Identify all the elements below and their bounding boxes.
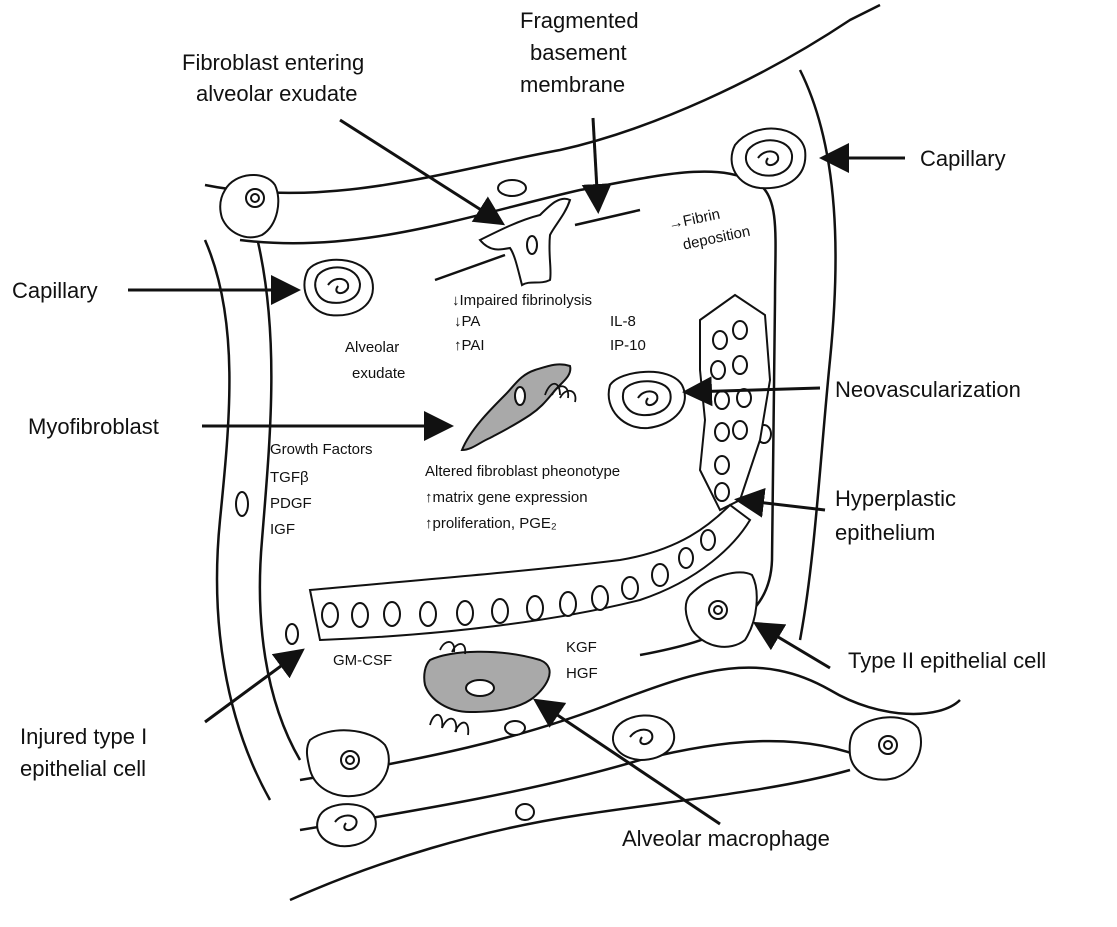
capillary-top-right	[732, 129, 806, 189]
label-hgf: HGF	[566, 665, 598, 682]
label-pai: ↑PAI	[454, 337, 485, 354]
arrow-injured-type-i	[205, 652, 300, 722]
arrow-hyperplastic	[740, 500, 825, 510]
label-alveolar-macrophage: Alveolar macrophage	[622, 826, 830, 851]
label-neovascularization: Neovascularization	[835, 377, 1021, 402]
myofibroblast-nucleus	[515, 387, 525, 405]
macrophage-nucleus	[466, 680, 494, 696]
label-fragmented-bm: Fragmented basement membrane	[520, 8, 645, 97]
label-growth-factors: Growth Factors TGFβ PDGF IGF	[270, 441, 377, 538]
label-fibrin-deposition: →Fibrin deposition	[667, 200, 752, 255]
label-il8: IL-8	[610, 313, 636, 330]
rbc	[498, 180, 526, 196]
capillary-bottom	[613, 715, 674, 760]
label-gm-csf: GM-CSF	[333, 652, 392, 669]
label-alveolar-exudate: Alveolar exudate	[345, 339, 405, 382]
rbc	[236, 492, 248, 516]
rbc	[286, 624, 298, 644]
arrow-fragmented-bm	[593, 118, 598, 208]
rbc	[516, 804, 534, 820]
label-ip10: IP-10	[610, 337, 646, 354]
capillary-bottom-left	[317, 804, 376, 846]
label-myofibroblast: Myofibroblast	[28, 414, 159, 439]
label-type-ii-epithelial-cell: Type II epithelial cell	[848, 648, 1046, 673]
label-injured-type-i: Injured type I epithelial cell	[20, 724, 153, 781]
type-ii-cell-right	[686, 572, 757, 647]
capillary-left	[304, 260, 373, 316]
myofibroblast-cell	[462, 364, 570, 450]
label-capillary-left: Capillary	[12, 278, 98, 303]
label-pa: ↓PA	[454, 313, 480, 330]
basement-membrane-segment	[575, 210, 640, 225]
hyperplastic-epithelium	[700, 295, 770, 510]
basement-membrane-segment	[435, 255, 505, 280]
fibroblast-nucleus	[527, 236, 537, 254]
label-kgf: KGF	[566, 639, 597, 656]
label-capillary-top: Capillary	[920, 146, 1006, 171]
label-hyperplastic-epithelium: Hyperplastic epithelium	[835, 486, 962, 545]
label-impaired-fibrinolysis: ↓Impaired fibrinolysis	[452, 292, 592, 309]
type-ii-cell-bottom-left	[307, 730, 389, 796]
neovascular-capillary	[609, 372, 685, 428]
arrow-fibroblast-entering	[340, 120, 500, 222]
rbc	[505, 721, 525, 735]
label-altered-phenotype: Altered fibroblast pheonotype ↑matrix ge…	[425, 463, 624, 532]
capillary-top-left-cell	[220, 175, 278, 237]
type-ii-cell-bottom-right	[850, 717, 921, 779]
arrow-type-ii	[758, 625, 830, 668]
label-fibroblast-entering: Fibroblast entering alveolar exudate	[182, 50, 370, 106]
